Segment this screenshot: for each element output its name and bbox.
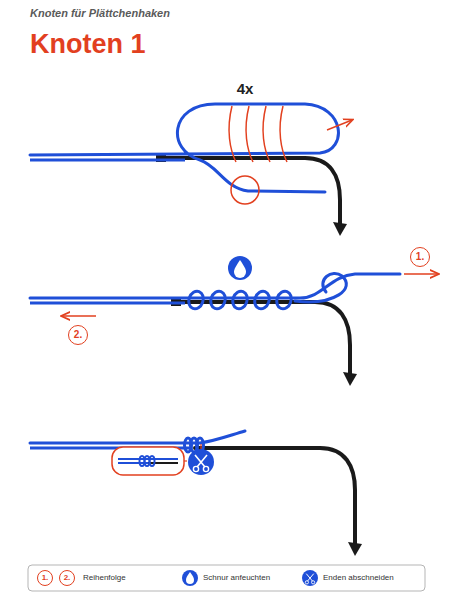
hook-point [333,222,347,236]
scissor-grip [193,466,198,471]
line-loop [295,273,346,301]
fishing-line [30,104,338,192]
wrap-coil [208,289,227,311]
wrap-coil [230,289,249,311]
wrap-coil [252,289,271,311]
scissors [193,455,208,472]
fishing-line [30,302,185,305]
scissor-grip [305,581,308,584]
heading: Knoten 1 [30,30,146,60]
step-number: 1. [37,570,53,586]
wraps [186,289,293,311]
step-number: 2. [59,570,75,586]
fishing-line [30,431,245,443]
fishing-line [30,159,185,162]
pull-arrow [62,315,96,317]
wet-icon [182,570,198,586]
water-drop [234,260,246,278]
legend-text: Schnur anfeuchten [203,574,270,583]
scissor-grip [203,466,208,471]
wraps [229,106,287,162]
step-number: 1. [410,247,430,267]
pull-arrow [327,120,352,130]
step-one [30,104,352,236]
legend-frame [28,565,425,591]
step-three [30,431,362,556]
scissor-blade [195,455,207,467]
wrap-stroke [263,106,270,162]
inset-hook [148,462,178,464]
hook-point [343,372,357,386]
wrap-coil [274,289,293,311]
wrap-coil [186,289,205,311]
scissor-blade [306,574,313,581]
wrap-count: 4x [237,81,254,98]
wrap-stroke [246,106,253,162]
leader-line [200,444,201,449]
wet-icon [228,256,252,280]
scissor-grip [311,581,314,584]
hook [175,302,350,378]
wrap-stroke [280,106,287,162]
cut-icon [302,570,318,586]
pull-arrow [404,273,438,275]
detail-inset [112,447,184,475]
inset-line [118,459,178,463]
cut-icon [188,449,214,475]
highlight-circle [231,176,259,204]
scissors [305,574,314,584]
hook [195,448,355,548]
hook-point [348,542,362,556]
step-number: 2. [68,325,88,345]
knot-coil [150,456,155,466]
series-title: Knoten für Plättchenhaken [30,7,170,19]
water-drop [186,572,194,584]
step-two [30,256,438,386]
inset-knot [140,456,155,466]
legend-text: Enden abschneiden [323,574,394,583]
legend-text: Reihenfolge [83,574,126,583]
wrap-stroke [229,106,236,162]
